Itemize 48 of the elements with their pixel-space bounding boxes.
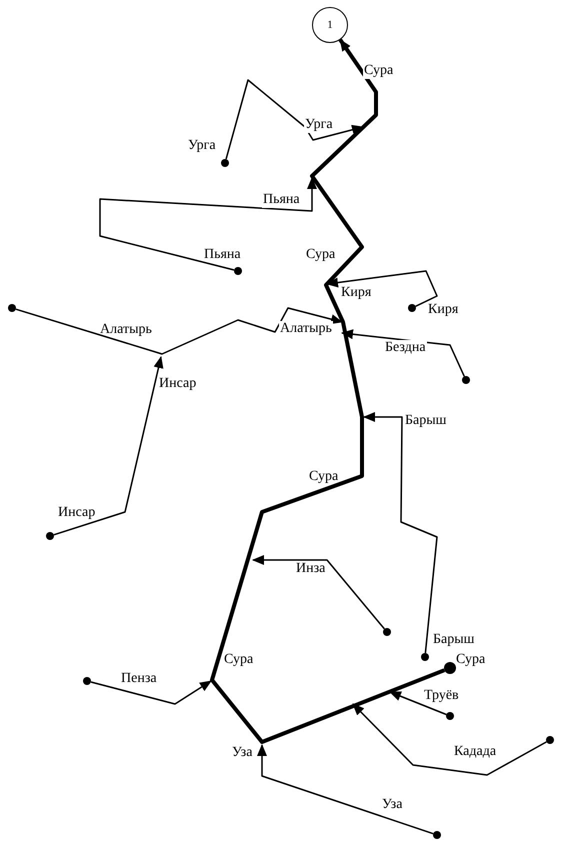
source-dot: [446, 712, 454, 720]
river-name: Сура: [306, 247, 336, 263]
river-name: Киря: [340, 285, 372, 301]
source-dot: [408, 304, 416, 312]
river-line: [341, 329, 465, 377]
river-line: [16, 307, 343, 355]
source-dot: [234, 267, 242, 275]
river-name: Урга: [304, 117, 334, 133]
river-name: Кадада: [453, 744, 498, 760]
river-name: Алатырь: [279, 321, 333, 337]
source-dot: [46, 532, 54, 540]
river-line: [257, 744, 434, 834]
source-dot: [546, 736, 554, 744]
source-dot: [462, 376, 470, 384]
river-name: Пьяна: [262, 192, 301, 208]
river-line: [326, 270, 438, 307]
source-dot: [221, 159, 229, 167]
river-line: [90, 680, 212, 705]
source-dot: [8, 304, 16, 312]
river-line: [252, 555, 385, 630]
river-name: Барыш: [404, 413, 448, 429]
river-name: Урга: [188, 138, 216, 154]
river-name: Сура: [363, 63, 394, 79]
river-line: [389, 691, 447, 716]
source-dot: [444, 662, 456, 674]
main-river-line: [210, 38, 446, 744]
river-name: Бездна: [384, 340, 427, 356]
river-name: Труёв: [423, 688, 460, 704]
source-dot: [83, 677, 91, 685]
river-name: Пьяна: [204, 247, 241, 263]
river-name: Киря: [428, 302, 458, 318]
river-line: [99, 177, 317, 271]
source-dot: [421, 653, 429, 661]
river-line: [54, 356, 164, 536]
river-name: Сура: [456, 652, 486, 668]
river-name: Сура: [224, 652, 254, 668]
river-name: Сура: [309, 469, 338, 485]
river-line: [225, 79, 364, 160]
river-name: Барыш: [433, 632, 474, 648]
outlet-circle: 1: [312, 7, 348, 43]
river-name: Алатырь: [100, 322, 152, 338]
source-dot: [383, 628, 391, 636]
river-name: Уза: [382, 797, 402, 813]
river-name: Инсар: [158, 376, 198, 392]
source-dot: [433, 831, 441, 839]
river-line: [352, 703, 547, 776]
river-line: [363, 412, 438, 654]
river-name: Инсар: [58, 505, 96, 521]
